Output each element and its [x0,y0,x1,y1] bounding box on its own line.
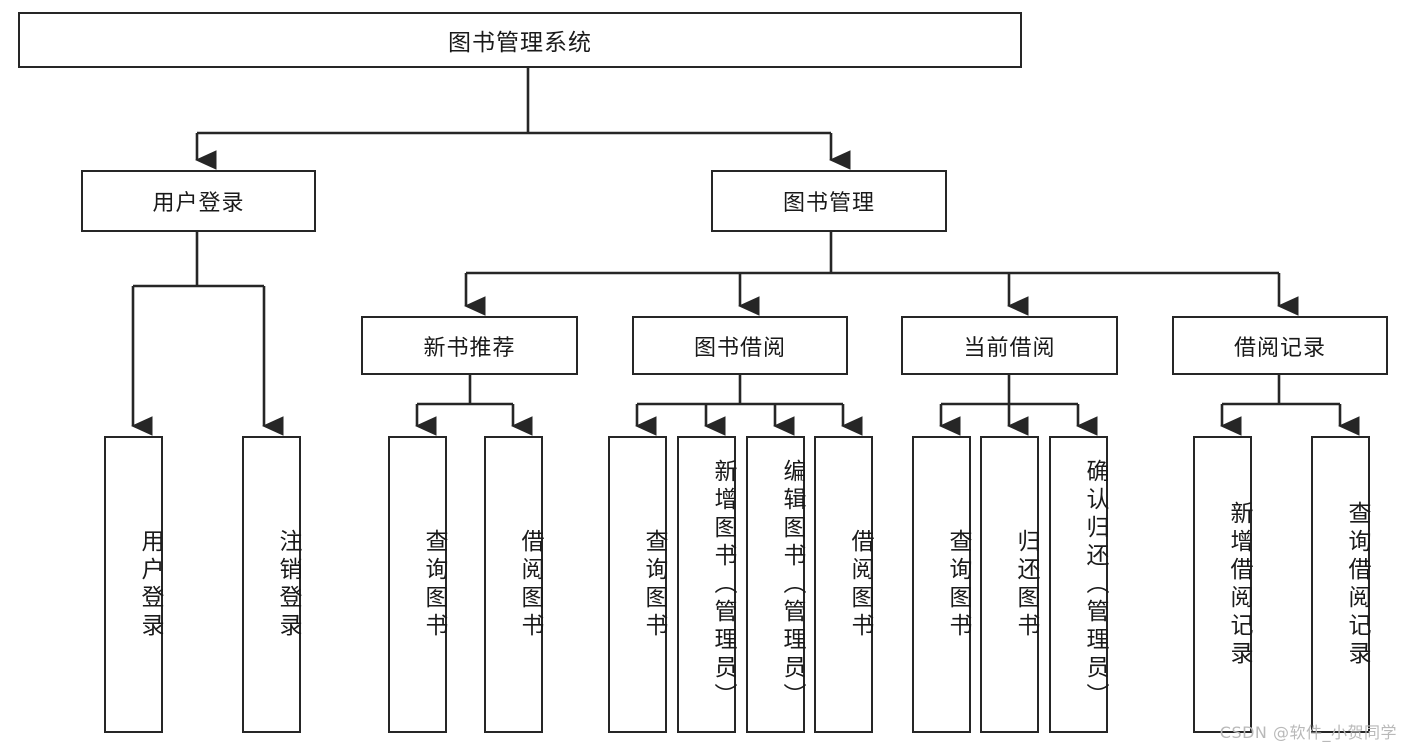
leaf-current-confirm-return-admin[interactable]: 确认归还（管理员） [1049,436,1108,733]
node-label: 当前借阅 [963,335,1056,361]
leaf-user-login-logout[interactable]: 注销登录 [242,436,301,733]
leaf-borrow-add-book-admin[interactable]: 新增图书（管理员） [677,436,736,733]
node-label: 查询图书 [641,528,667,641]
node-book-management[interactable]: 图书管理 [711,170,947,232]
node-label: 查询图书 [945,528,971,641]
node-label: 借阅图书 [517,528,543,641]
leaf-borrow-query-book[interactable]: 查询图书 [608,436,667,733]
node-label: 归还图书 [1013,528,1039,641]
node-label: 查询借阅记录 [1344,500,1370,669]
node-label: 确认归还（管理员） [1082,458,1108,711]
leaf-current-return-book[interactable]: 归还图书 [980,436,1039,733]
node-book-borrow[interactable]: 图书借阅 [632,316,848,375]
leaf-new-book-query[interactable]: 查询图书 [388,436,447,733]
leaf-current-query-book[interactable]: 查询图书 [912,436,971,733]
node-label: 编辑图书（管理员） [779,458,805,711]
node-label: 查询图书 [421,528,447,641]
node-borrow-records[interactable]: 借阅记录 [1172,316,1388,375]
leaf-borrow-borrow-book[interactable]: 借阅图书 [814,436,873,733]
node-label: 新书推荐 [423,335,516,361]
node-label: 图书管理系统 [448,30,592,56]
node-label: 图书借阅 [693,335,786,361]
node-current-borrow[interactable]: 当前借阅 [901,316,1118,375]
leaf-borrow-edit-book-admin[interactable]: 编辑图书（管理员） [746,436,805,733]
leaf-new-book-borrow[interactable]: 借阅图书 [484,436,543,733]
node-root-system[interactable]: 图书管理系统 [18,12,1022,68]
node-label: 借阅图书 [847,528,873,641]
node-label: 注销登录 [275,528,301,641]
leaf-user-login-login[interactable]: 用户登录 [104,436,163,733]
node-label: 新增借阅记录 [1226,500,1252,669]
node-user-login[interactable]: 用户登录 [81,170,316,232]
node-label: 新增图书（管理员） [710,458,736,711]
leaf-records-query-record[interactable]: 查询借阅记录 [1311,436,1370,733]
node-new-book-recommend[interactable]: 新书推荐 [361,316,578,375]
node-label: 用户登录 [152,191,245,216]
node-label: 图书管理 [782,191,875,216]
leaf-records-add-record[interactable]: 新增借阅记录 [1193,436,1252,733]
node-label: 用户登录 [137,528,163,641]
watermark-text: CSDN @软件_小贺同学 [1219,723,1397,742]
node-label: 借阅记录 [1233,335,1326,361]
